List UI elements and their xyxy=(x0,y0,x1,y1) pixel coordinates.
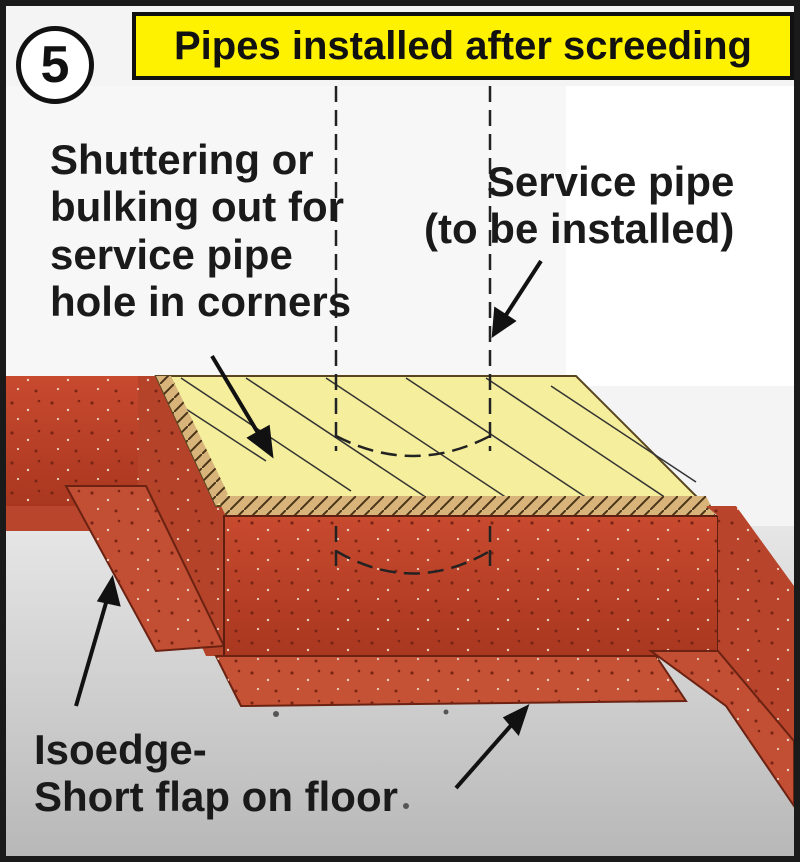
label-isoedge: Isoedge- Short flap on floor xyxy=(34,726,398,821)
screed-top-surface xyxy=(154,375,709,507)
wall-highlight xyxy=(566,86,794,386)
floor-corner-illustration xyxy=(6,86,794,856)
arrow-shuttering-head xyxy=(246,424,274,459)
title-banner: Pipes installed after screeding xyxy=(132,12,794,80)
arrow-service-pipe xyxy=(502,259,543,320)
arrow-service-pipe-head xyxy=(491,306,517,339)
label-shuttering: Shuttering or bulking out for service pi… xyxy=(50,136,351,326)
arrow-isoedge-left-head xyxy=(96,574,121,607)
arrow-isoedge-left xyxy=(74,595,110,707)
label-line: bulking out for xyxy=(50,183,344,231)
label-line: hole in corners xyxy=(50,278,352,326)
step-number-badge: 5 xyxy=(16,26,94,104)
title-text: Pipes installed after screeding xyxy=(174,23,752,68)
label-line: Isoedge- xyxy=(34,726,207,773)
label-line: Service pipe xyxy=(486,158,735,205)
service-pipe-outline xyxy=(334,86,492,575)
label-line: Short flap on floor xyxy=(34,773,398,821)
label-line: (to be installed) xyxy=(424,205,735,253)
label-service-pipe: Service pipe (to be installed) xyxy=(424,158,734,253)
step-number: 5 xyxy=(40,36,70,94)
screed-edge-front xyxy=(216,496,716,516)
arrow-shuttering xyxy=(210,354,263,440)
label-line: Shuttering or xyxy=(50,136,314,183)
leader-arrows xyxy=(74,259,543,790)
arrow-isoedge-bottom-head xyxy=(502,704,530,736)
arrow-isoedge-bottom xyxy=(454,720,516,790)
label-line: service pipe xyxy=(50,230,293,278)
screed-edge-left xyxy=(156,376,228,506)
